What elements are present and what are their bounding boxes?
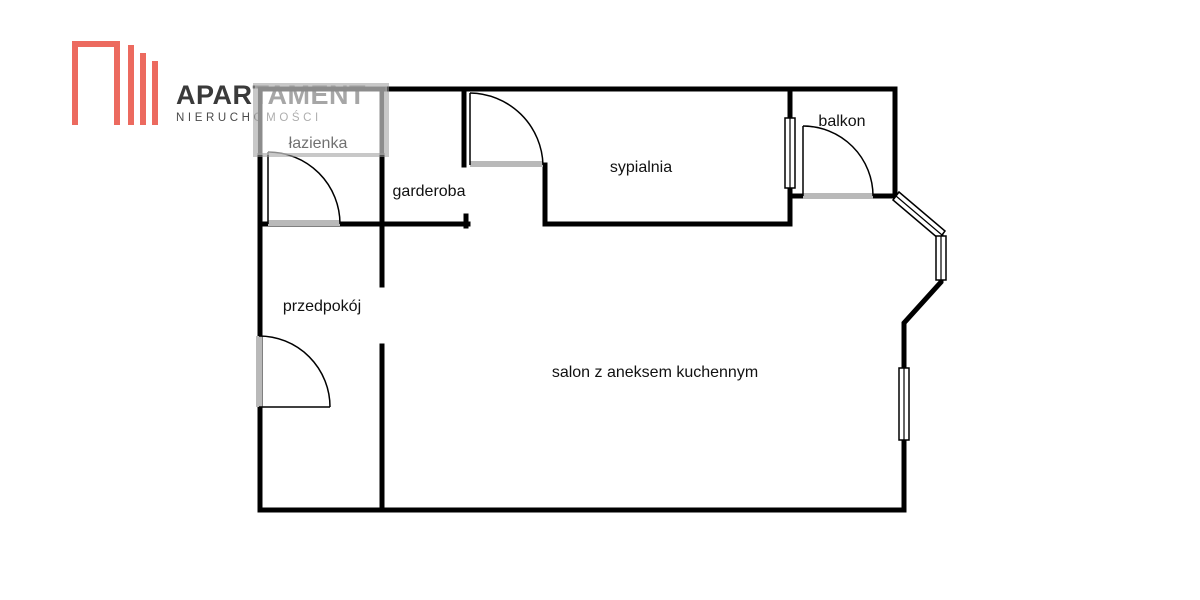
room-labels: łazienka garderoba sypialnia balkon prze… (283, 113, 866, 381)
wall-outer-right (892, 86, 944, 513)
door-bedroom (469, 92, 544, 167)
window-living (898, 367, 910, 441)
door-entrance (256, 335, 331, 408)
wall-bedroom-bottom (542, 162, 793, 227)
room-label-balcony: balkon (818, 113, 865, 130)
watermark-frame (253, 83, 389, 157)
room-label-wardrobe: garderoba (393, 183, 466, 200)
room-label-hallway: przedpokój (283, 298, 361, 315)
window-bay-vertical (935, 235, 947, 281)
room-label-bathroom: łazienka (289, 135, 348, 152)
room-label-bedroom: sypialnia (610, 159, 672, 176)
window-bedroom (784, 117, 796, 189)
logo-icon (72, 41, 158, 125)
window-bay-diagonal (891, 190, 947, 241)
logo-arch-stroke (72, 41, 120, 125)
door-bathroom (267, 151, 341, 226)
doors (256, 92, 874, 408)
room-label-living: salon z aneksem kuchennym (552, 364, 758, 381)
windows (784, 117, 947, 441)
door-balcony (802, 125, 874, 199)
watermark-overlay (255, 85, 387, 155)
